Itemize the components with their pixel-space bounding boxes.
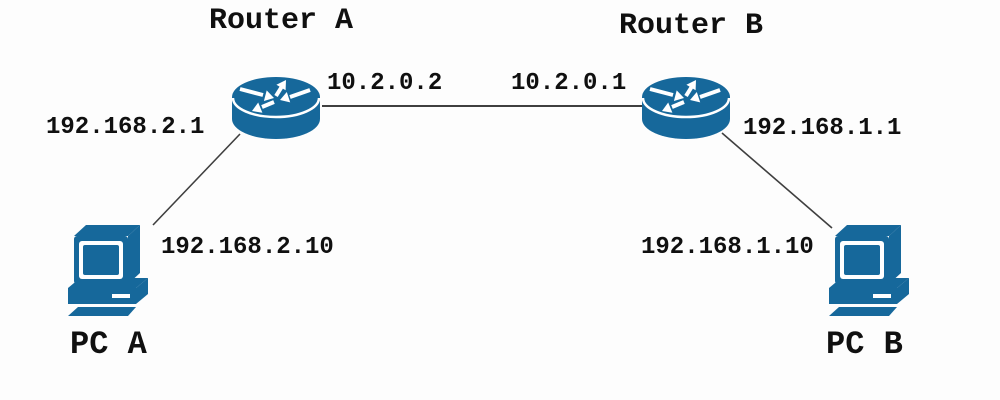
pc-b-title: PC B (826, 326, 903, 363)
router-b-lan-ip-label: 192.168.1.1 (743, 115, 902, 142)
pc-icon (68, 225, 148, 316)
router-icon (231, 77, 321, 139)
router-a-lan-ip-label: 192.168.2.1 (46, 114, 205, 141)
router-icon (641, 77, 731, 139)
router-arrows-icon (649, 80, 721, 113)
router-arrows-icon (239, 80, 311, 113)
router-a-title: Router A (209, 4, 354, 38)
pc-b-ip-label: 192.168.1.10 (641, 234, 814, 261)
pc-a-title: PC A (70, 326, 147, 363)
pc-icon (829, 225, 909, 316)
link-routerB-pcB (721, 132, 833, 229)
router-b-title: Router B (619, 9, 764, 43)
router-a-wan-ip-label: 10.2.0.2 (327, 70, 443, 97)
router-b-wan-ip-label: 10.2.0.1 (511, 70, 627, 97)
pc-a-ip-label: 192.168.2.10 (161, 234, 334, 261)
link-routerA-pcA (152, 133, 241, 226)
